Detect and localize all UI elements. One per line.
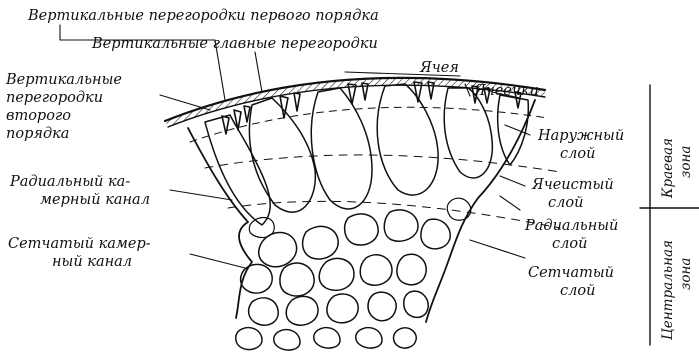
radial-layer-boundary [228,201,560,228]
label-radial-layer-line1: Радиальный [524,218,618,234]
label-vertical-second-line2: перегородки [6,90,103,106]
label-cellular-layer-line1: Ячеистый [531,177,614,193]
label-vertical-second-line3: второго [6,108,71,124]
label-central-zone-line1: Центральная [660,240,676,340]
label-outer-layer-line1: Наружный [537,128,624,144]
label-radial-layer-line2: слой [552,236,587,252]
label-cellets: Ячеечки [473,83,539,99]
outer-layer-boundary [190,107,548,142]
label-vertical-main: Вертикальные главные перегородки [91,36,378,52]
main-partition-2 [249,98,315,212]
label-vertical-second-line4: порядка [6,126,69,142]
label-radial-canal-line1: Радиальный ка- [9,174,130,190]
main-partition-6 [498,95,529,165]
label-edge-zone-line2: зона [678,146,694,178]
label-radial-canal-line2: мерный канал [40,192,150,208]
label-edge-zone-line1: Краевая [660,138,676,199]
mesh-chambers [236,210,450,350]
label-mesh-canal-line1: Сетчатый камер- [8,236,151,252]
label-mesh-layer-line2: слой [560,283,595,299]
label-vertical-second-line1: Вертикальные [5,72,122,88]
right-outline [426,100,535,322]
label-outer-layer-line2: слой [560,146,595,162]
label-mesh-layer-line1: Сетчатый [528,265,614,281]
label-mesh-canal-line2: ный канал [52,254,132,270]
label-central-zone-line2: зона [678,258,694,290]
label-vertical-first-order: Вертикальные перегородки первого порядка [27,8,379,24]
left-outline [188,128,252,318]
main-partition-3 [311,88,372,209]
label-cell: Ячея [419,60,459,76]
main-partition-4 [377,84,438,195]
main-partition-5 [444,88,492,178]
label-cellular-layer-line2: слой [548,195,583,211]
